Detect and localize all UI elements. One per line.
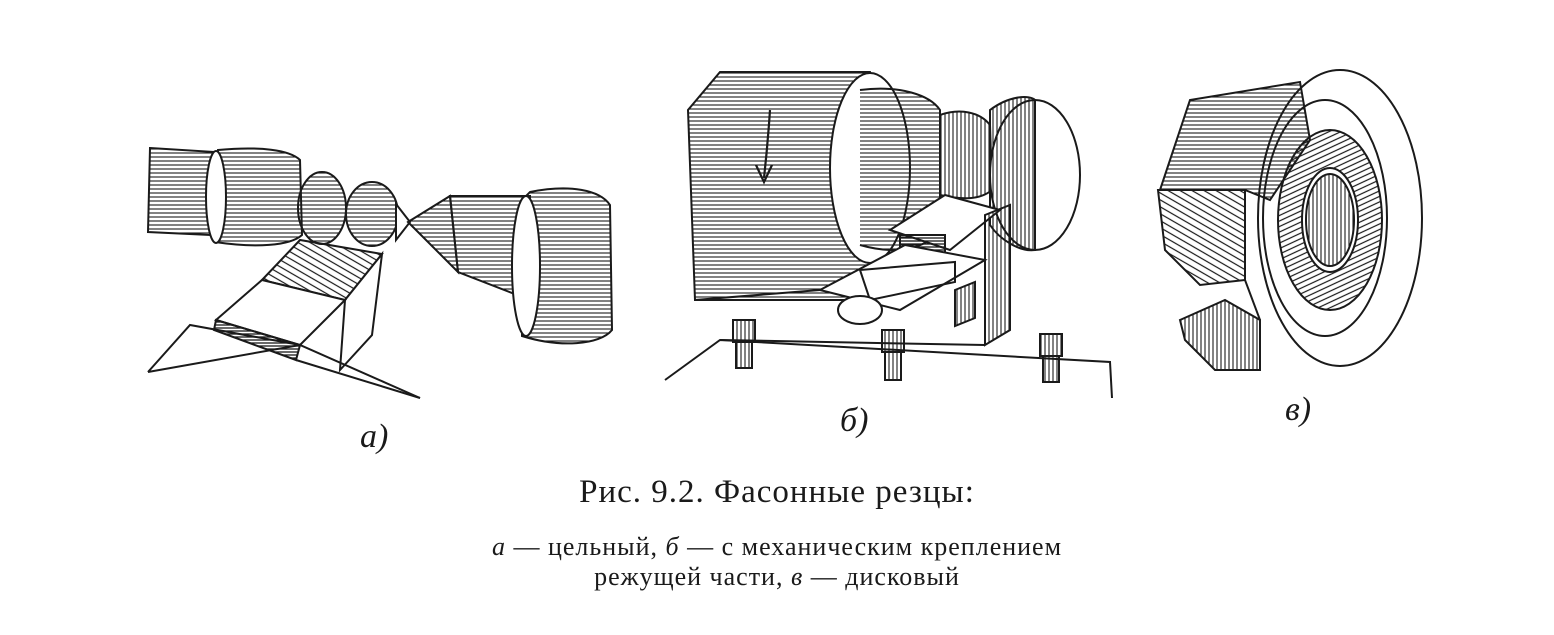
panel-a-label: а) [360,418,389,455]
caption-letter-b: б [665,532,680,561]
panel-v-drawing [1156,69,1423,371]
caption-letter-a: а [491,532,506,561]
figure-caption-title: Рис. 9.2. Фасонные резцы: [579,474,975,510]
panel-a-drawing [146,146,614,399]
caption-text-disc: — дисковый [803,562,960,591]
caption-text-cutting-part: режущей части, [594,562,791,591]
panel-b-drawing [664,71,1113,399]
caption-text-solid: — цельный, [505,532,666,561]
caption-letter-v: в [790,562,804,591]
panel-v-label: в) [1285,391,1312,428]
caption-text-mechanical: — с механическим креплением [679,532,1063,561]
panel-b-label: б) [840,402,869,439]
figure-caption-line-1: а — цельный, б — с механическим креплени… [0,532,1554,562]
figure-caption-line-2: режущей части, в — дисковый [0,562,1554,592]
